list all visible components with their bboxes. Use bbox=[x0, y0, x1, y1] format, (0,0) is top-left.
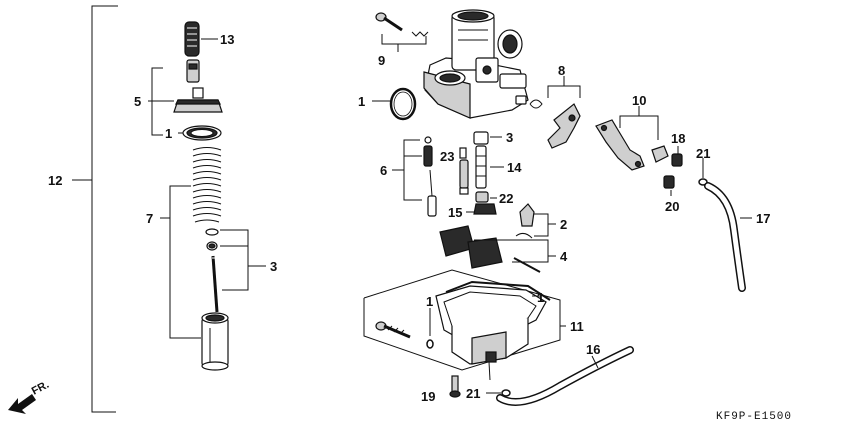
float-chamber-gasket-1 bbox=[445, 280, 551, 301]
callout-7: 7 bbox=[146, 211, 153, 226]
float-chamber bbox=[435, 285, 547, 381]
float-valve-15 bbox=[466, 203, 497, 215]
bracket-5-1 bbox=[148, 67, 183, 136]
callout-17: 17 bbox=[756, 211, 770, 226]
callout-13: 13 bbox=[220, 32, 234, 47]
o-ring-1-lower bbox=[426, 308, 434, 349]
callout-3: 3 bbox=[270, 259, 277, 274]
o-ring-1-body bbox=[372, 87, 417, 121]
callout-1: 1 bbox=[426, 294, 433, 309]
callout-10: 10 bbox=[632, 93, 646, 108]
callout-22: 22 bbox=[499, 191, 513, 206]
callout-8: 8 bbox=[558, 63, 565, 78]
callout-11: 11 bbox=[570, 319, 584, 334]
jet-holder-parts-6 bbox=[392, 136, 437, 217]
callout-1: 1 bbox=[537, 290, 544, 305]
callout-16: 16 bbox=[586, 342, 600, 357]
adjuster-nut bbox=[186, 59, 200, 83]
callout-18: 18 bbox=[671, 131, 685, 146]
float-4 bbox=[439, 225, 556, 273]
callout-1: 1 bbox=[358, 94, 365, 109]
callout-19: 19 bbox=[421, 389, 435, 404]
slow-jet-23 bbox=[459, 147, 469, 195]
needle-clip-and-washer bbox=[205, 228, 219, 251]
drain-tube-16 bbox=[496, 346, 634, 406]
callout-6: 6 bbox=[380, 163, 387, 178]
drain-screw-19 bbox=[449, 375, 461, 398]
throttle-valve-spring bbox=[192, 147, 222, 224]
vent-tube-17 bbox=[704, 182, 752, 292]
bracket-3-left bbox=[220, 229, 266, 291]
throttle-valve bbox=[201, 312, 229, 371]
screw-20 bbox=[663, 175, 675, 196]
jet-needle bbox=[211, 255, 219, 313]
throttle-stop-screw-9 bbox=[375, 12, 429, 52]
callout-21: 21 bbox=[466, 386, 480, 401]
screw-18 bbox=[671, 146, 683, 167]
assembly-bracket-12 bbox=[72, 5, 118, 413]
carburetor-body bbox=[423, 9, 529, 119]
top-gasket-1 bbox=[182, 125, 222, 141]
main-jet-22 bbox=[475, 191, 497, 203]
hose-clip-21-upper bbox=[698, 158, 708, 186]
float-valve-needle-2 bbox=[515, 203, 556, 239]
callout-20: 20 bbox=[665, 199, 679, 214]
callout-1: 1 bbox=[165, 126, 172, 141]
callout-12: 12 bbox=[48, 173, 62, 188]
hose-clip-21-lower bbox=[486, 389, 511, 397]
bracket-7 bbox=[160, 185, 201, 339]
front-direction-arrow bbox=[8, 394, 36, 414]
callout-21: 21 bbox=[696, 146, 710, 161]
choke-link-10 bbox=[595, 106, 669, 171]
callout-14: 14 bbox=[507, 160, 522, 175]
callout-15: 15 bbox=[448, 205, 462, 220]
callout-4: 4 bbox=[560, 249, 568, 264]
callout-23: 23 bbox=[440, 149, 454, 164]
diagram-code: KF9P-E1500 bbox=[716, 411, 792, 423]
callout-3: 3 bbox=[506, 130, 513, 145]
callout-5: 5 bbox=[134, 94, 141, 109]
front-label: FR. bbox=[30, 379, 51, 398]
cable-adjuster-13 bbox=[184, 21, 218, 57]
choke-lever-8 bbox=[529, 76, 581, 149]
air-screw bbox=[375, 321, 411, 339]
callout-2: 2 bbox=[560, 217, 567, 232]
callout-9: 9 bbox=[378, 53, 385, 68]
float-chamber-bracket-11 bbox=[363, 269, 566, 371]
carburetor-top-5 bbox=[173, 87, 223, 113]
needle-jet-holder-14 bbox=[473, 131, 504, 189]
